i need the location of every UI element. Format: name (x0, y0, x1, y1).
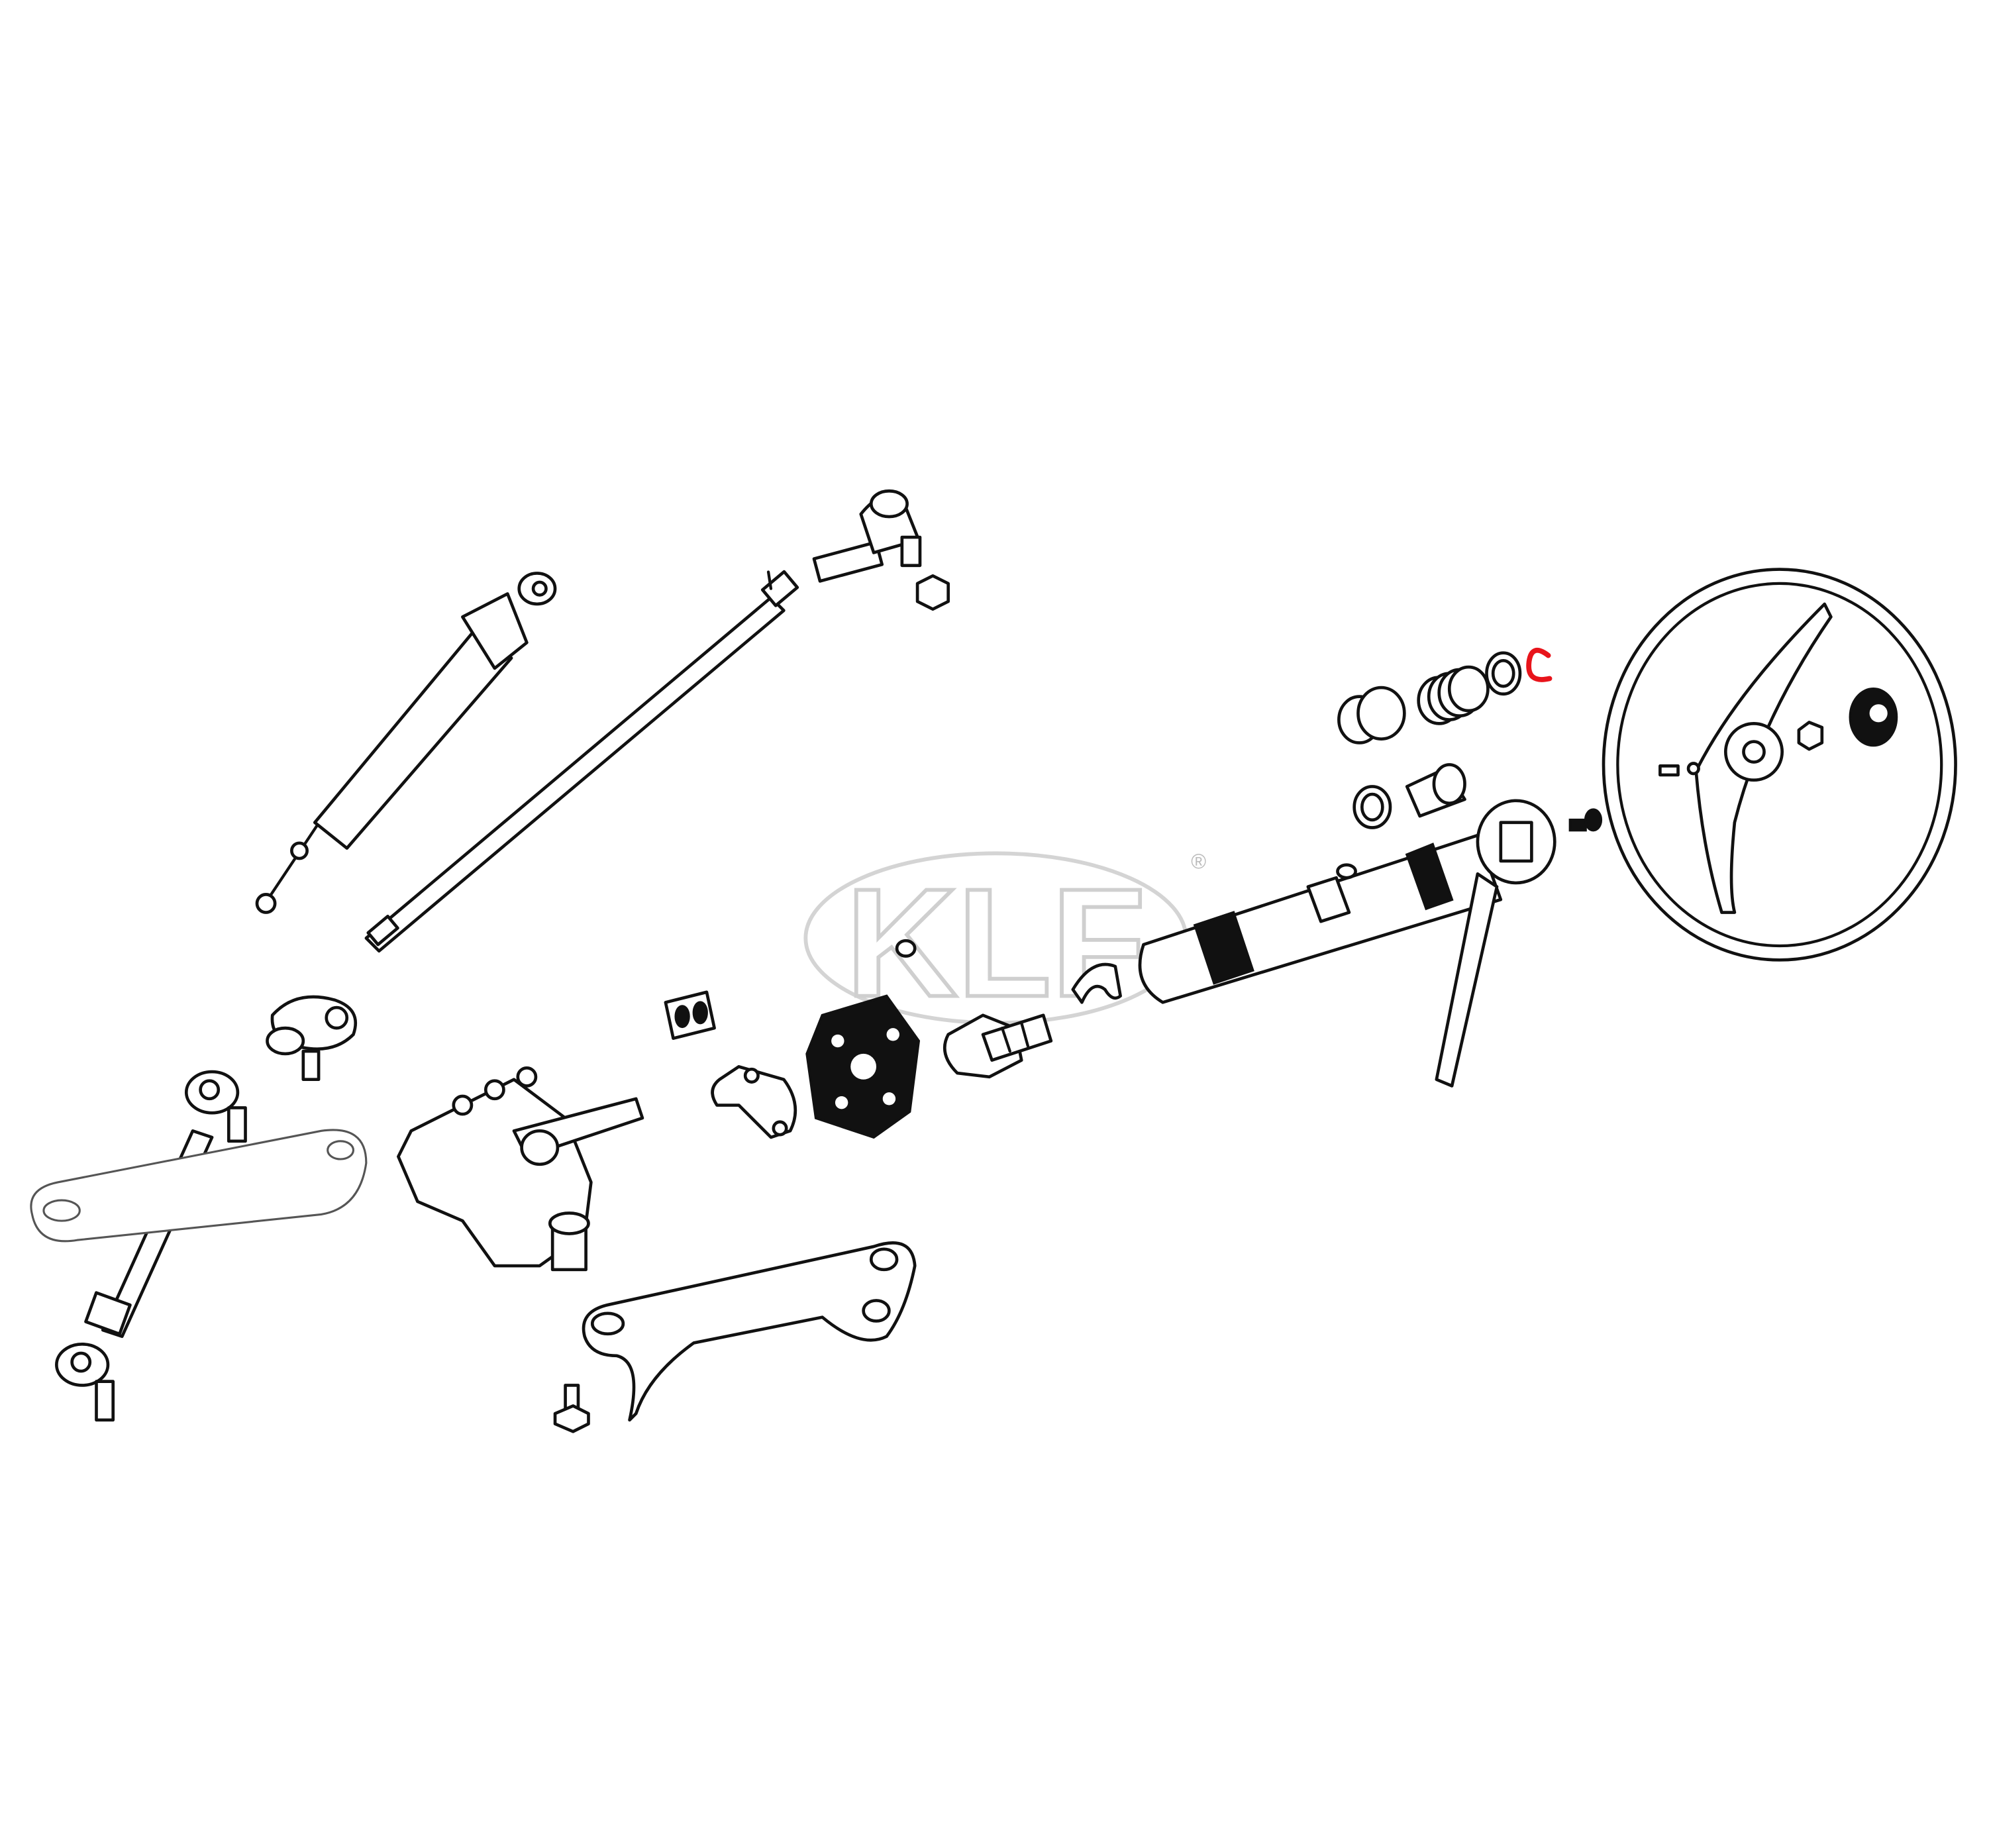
screw (1568, 808, 1603, 832)
tie-rod-long (266, 570, 799, 1082)
tie-rod-short (55, 1070, 247, 1422)
spring (1417, 665, 1490, 725)
steering-damper (255, 572, 557, 914)
bolt (553, 1384, 590, 1433)
bearing-sleeve (1337, 686, 1406, 744)
clip (1071, 962, 1122, 1004)
clamp-plate (664, 990, 716, 1040)
nut (915, 574, 950, 611)
steering-wheel (1602, 568, 1957, 962)
lock-washer (895, 939, 917, 958)
watermark-registered: ® (1191, 850, 1206, 874)
pitman-arm-hole (42, 1199, 81, 1222)
flange (711, 1065, 797, 1139)
bushing (1405, 763, 1466, 818)
circlip-highlighted (1526, 647, 1553, 682)
tie-rod-end (812, 489, 922, 583)
drop-arm-hole (862, 1299, 891, 1323)
turn-signal-lever (1435, 799, 1556, 1088)
drop-arm-hole (869, 1247, 899, 1272)
washer (1485, 651, 1522, 696)
steering-gearbox (397, 1066, 644, 1272)
watermark-text: KLF (846, 857, 1146, 1029)
pitman-arm-hole (327, 1140, 355, 1160)
klf-watermark: KLF ® (803, 850, 1206, 1031)
pitman-arm (30, 1129, 368, 1243)
needle-bearing (1352, 785, 1392, 829)
steering-column (1138, 833, 1503, 1004)
horn-button (1849, 688, 1898, 747)
drop-arm (582, 1241, 917, 1422)
rubber-coupling (805, 994, 921, 1139)
flange-shaft (943, 1013, 1053, 1079)
drop-arm-hole (590, 1311, 625, 1336)
small-screw (1658, 762, 1700, 777)
